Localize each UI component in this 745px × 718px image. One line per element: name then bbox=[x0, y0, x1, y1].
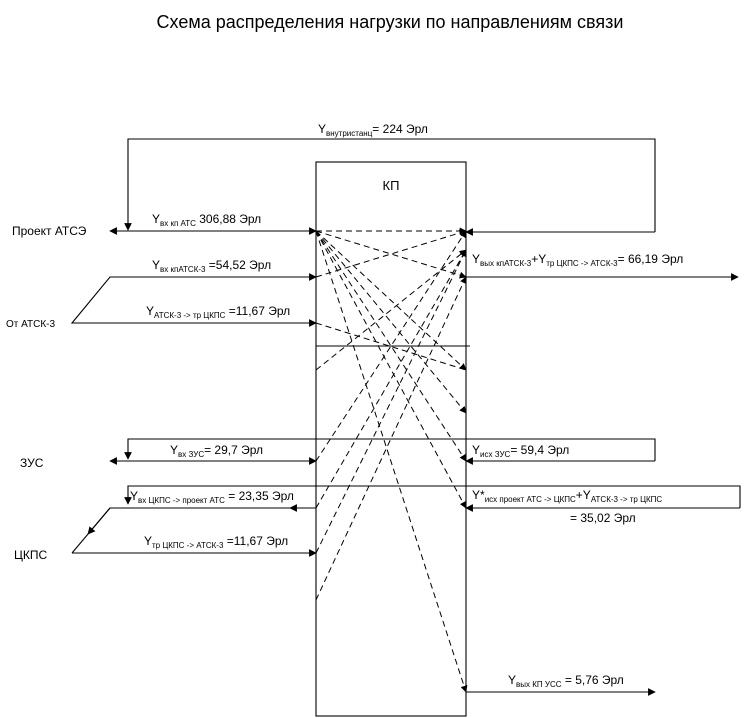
route-dash bbox=[315, 249, 467, 554]
route-dash bbox=[315, 230, 468, 693]
ckps-diagonal bbox=[71, 507, 111, 554]
route-dash bbox=[315, 229, 467, 278]
zus-loop bbox=[124, 438, 656, 461]
label-vx-ckps: Yвх ЦКПС -> проект АТС = 23,35 Эрл bbox=[130, 489, 294, 505]
route-dash bbox=[315, 230, 467, 509]
label-isx-proj: Y*исх проект АТС -> ЦКПС+YАТСК-3 -> тр Ц… bbox=[472, 488, 662, 504]
label-out-atsk3: Yвых кпАТСК-3+Yтр ЦКПС -> АТСК-3= 66,19 … bbox=[472, 252, 683, 268]
intra-station-loop bbox=[124, 138, 656, 232]
label-vx-kp-atsk3: Yвх кпАТСК-3 =54,52 Эрл bbox=[152, 258, 271, 274]
route-dash bbox=[315, 249, 467, 509]
label-isx-zus: Yисх ЗУС= 59,4 Эрл bbox=[472, 443, 569, 459]
route-dash bbox=[315, 230, 467, 462]
source-zus: ЗУС bbox=[20, 456, 44, 470]
label-atsk3-tr: YАТСК-3 -> тр ЦКПС =11,67 Эрл bbox=[146, 304, 290, 320]
diagram-title: Схема распределения нагрузки по направле… bbox=[157, 12, 624, 32]
label-in-atse: Yвх кп АТС 306,88 Эрл bbox=[152, 212, 261, 228]
label-out-kpuss: Yвых КП УСС = 5,76 Эрл bbox=[508, 673, 624, 689]
label-intra: Yвнутристанц= 224 Эрл bbox=[318, 122, 428, 138]
internal-routing bbox=[315, 227, 468, 693]
ckps-output-path bbox=[87, 507, 316, 535]
route-dash bbox=[315, 249, 467, 371]
atsk3-input-path bbox=[70, 276, 316, 324]
route-dash bbox=[315, 230, 467, 279]
source-atsk3: От АТСК-3 bbox=[6, 319, 56, 330]
source-atse: Проект АТСЭ bbox=[12, 224, 87, 238]
route-dash bbox=[315, 322, 467, 371]
ckps-loop bbox=[124, 485, 741, 508]
label-vx-zus: Yвх ЗУС= 29,7 Эрл bbox=[170, 443, 263, 459]
label-isx-proj-value: = 35,02 Эрл bbox=[570, 511, 636, 525]
route-dash bbox=[315, 230, 467, 462]
route-dash bbox=[315, 230, 467, 414]
label-tr-ckps: Yтр ЦКПС -> АТСК-3 =11,67 Эрл bbox=[144, 534, 288, 550]
kp-box-label: КП bbox=[383, 178, 400, 193]
source-ckps: ЦКПС bbox=[14, 548, 47, 562]
route-dash bbox=[315, 230, 467, 371]
